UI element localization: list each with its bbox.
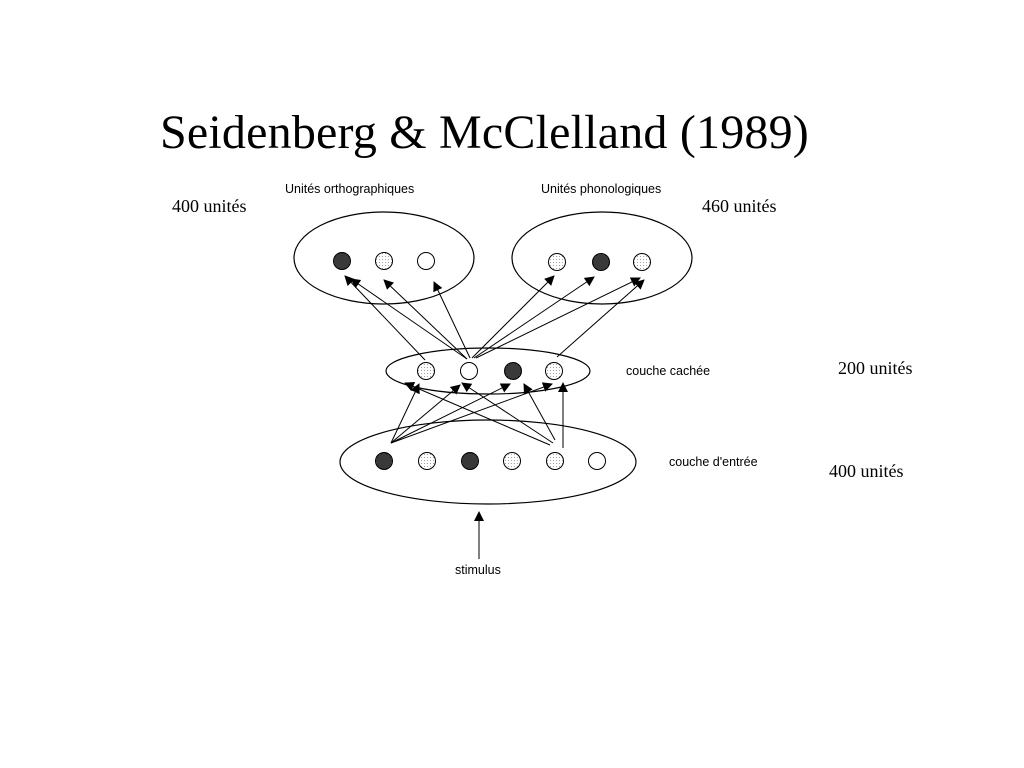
- orthographic-unit-dotted: [375, 252, 393, 270]
- hidden-count-label: 200 unités: [838, 358, 913, 378]
- phonological-layer-ellipse: [511, 211, 693, 305]
- input-unit-empty: [588, 452, 606, 470]
- hidden-unit-filled: [504, 362, 522, 380]
- connection-arrow: [390, 383, 511, 444]
- input-to-hidden-connections: [390, 381, 568, 448]
- hidden-unit-dotted: [545, 362, 563, 380]
- phonological-count-label: 460 unités: [702, 196, 777, 216]
- input-unit-dotted: [418, 452, 436, 470]
- phonological-unit-filled: [592, 253, 610, 271]
- connection-arrow: [383, 279, 468, 360]
- connection-arrow: [471, 275, 555, 359]
- orthographic-units-label: Unités orthographiques: [285, 182, 415, 196]
- connection-arrow: [404, 381, 551, 446]
- orthographic-layer-ellipse: [293, 211, 475, 305]
- stimulus-label: stimulus: [455, 563, 501, 577]
- input-unit-filled: [461, 452, 479, 470]
- input-unit-filled: [375, 452, 393, 470]
- hidden-layer-label: couche cachée: [626, 364, 711, 378]
- connection-arrow: [344, 275, 426, 361]
- connection-arrow: [390, 383, 420, 444]
- phonological-unit-dotted: [633, 253, 651, 271]
- orthographic-unit-empty: [417, 252, 435, 270]
- hidden-to-output-connections: [344, 275, 645, 361]
- connection-arrow: [473, 276, 595, 359]
- orthographic-count-label: 400 unités: [172, 196, 247, 216]
- orthographic-unit-filled: [333, 252, 351, 270]
- phonological-unit-dotted: [548, 253, 566, 271]
- input-count-label: 400 unités: [829, 461, 904, 481]
- input-unit-dotted: [503, 452, 521, 470]
- page-title: Seidenberg & McClelland (1989): [160, 106, 809, 159]
- phonological-units-label: Unités phonologiques: [541, 182, 662, 196]
- connection-arrow: [461, 382, 554, 444]
- hidden-unit-dotted: [417, 362, 435, 380]
- input-unit-dotted: [546, 452, 564, 470]
- input-layer-label: couche d'entrée: [669, 455, 758, 469]
- connection-arrow: [475, 277, 641, 359]
- connection-arrow: [433, 281, 471, 359]
- connection-arrow: [390, 384, 461, 444]
- connection-arrow: [523, 383, 556, 441]
- connection-arrow: [556, 279, 645, 358]
- connection-arrow: [350, 278, 468, 360]
- unit-nodes: [333, 252, 651, 470]
- hidden-unit-empty: [460, 362, 478, 380]
- input-layer-ellipse: [339, 419, 637, 505]
